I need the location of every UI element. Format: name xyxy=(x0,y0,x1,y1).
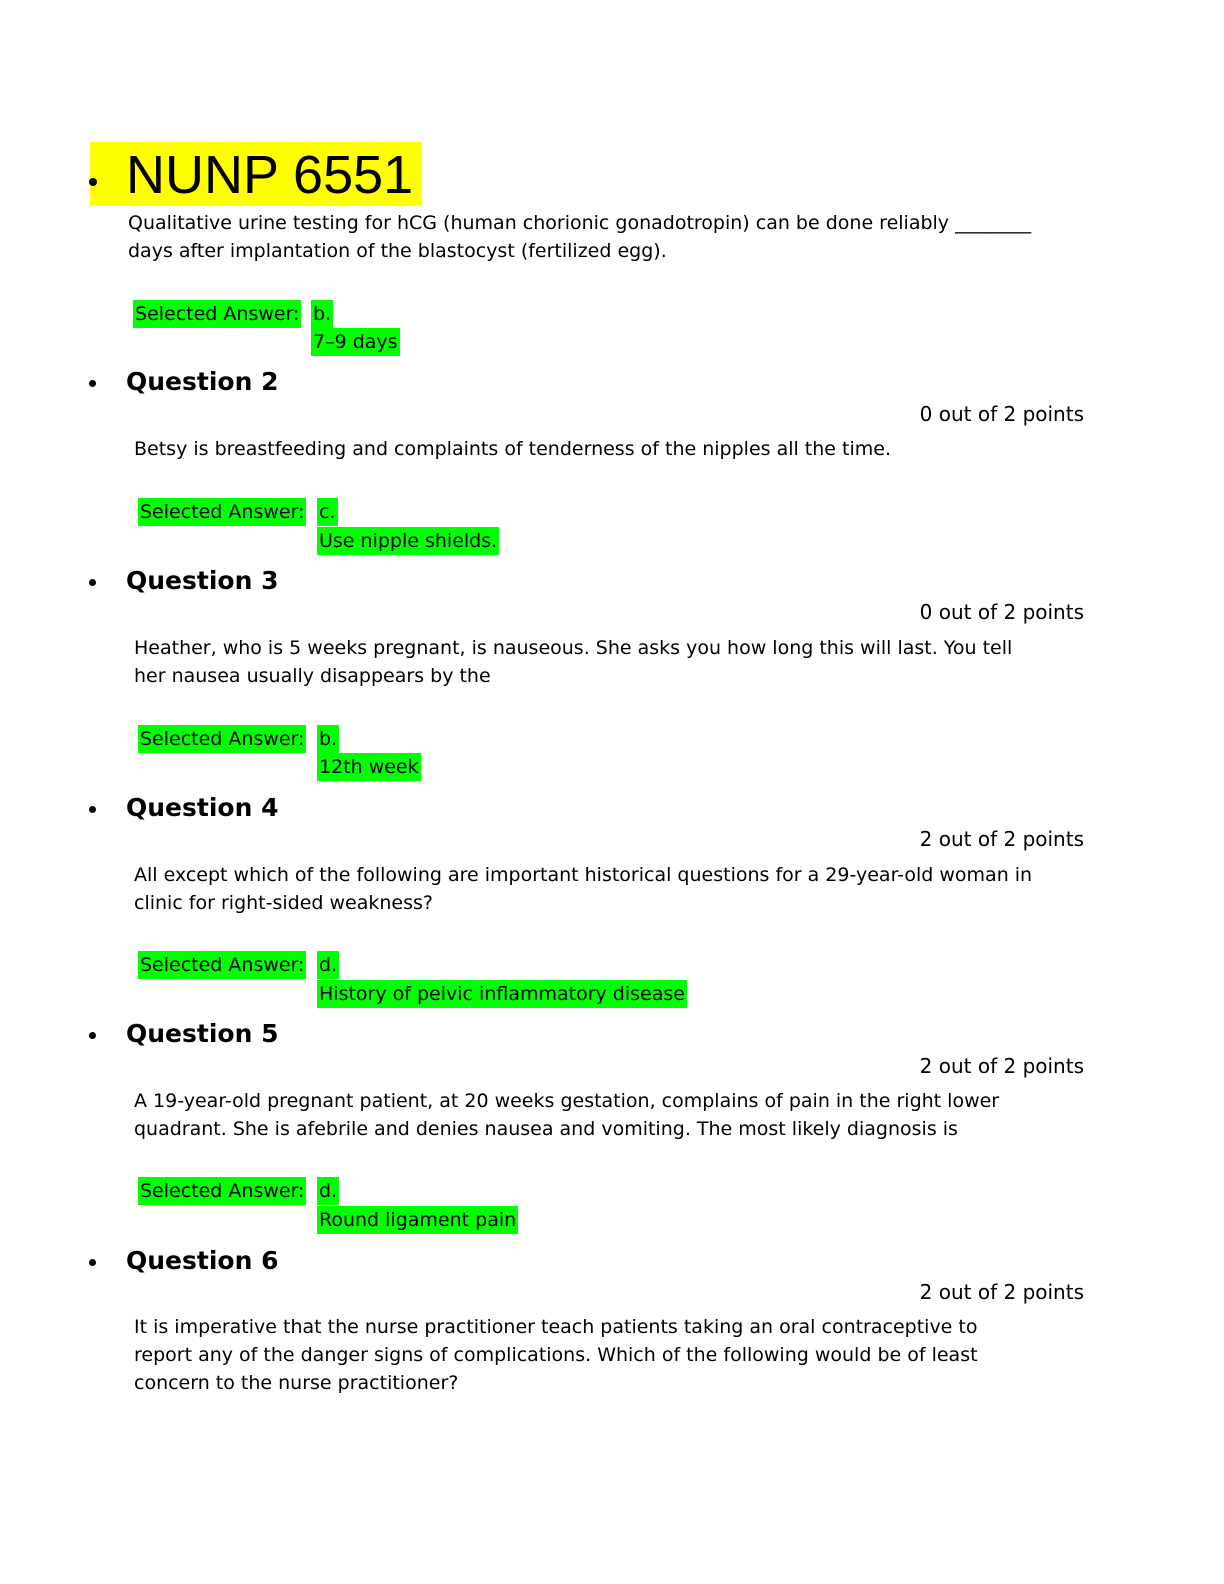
question-heading: Question 4 xyxy=(126,793,279,822)
answer-letter: c. xyxy=(317,498,338,526)
question-points: 0 out of 2 points xyxy=(919,600,1084,624)
question-text: All except which of the following are im… xyxy=(134,864,1033,914)
page-title: NUNP 6551 xyxy=(126,145,414,205)
title-highlight xyxy=(90,142,422,206)
question-points: 2 out of 2 points xyxy=(919,1054,1084,1078)
question-text: A 19-year-old pregnant patient, at 20 we… xyxy=(134,1090,1000,1140)
answer-text: History of pelvic inflammatory disease xyxy=(317,980,687,1008)
question-text: Betsy is breastfeeding and complaints of… xyxy=(134,438,891,460)
selected-answer-label: Selected Answer: xyxy=(138,725,307,753)
bullet-icon xyxy=(89,1032,96,1039)
question-text: Heather, who is 5 weeks pregnant, is nau… xyxy=(134,637,1013,687)
bullet-icon xyxy=(89,1259,96,1266)
answer-text: Use nipple shields. xyxy=(317,527,500,555)
question-points: 2 out of 2 points xyxy=(919,827,1084,851)
answer-letter: b. xyxy=(311,300,334,328)
question-heading: Question 5 xyxy=(126,1019,279,1048)
answer-text: 7–9 days xyxy=(311,328,400,356)
bullet-icon xyxy=(89,380,96,387)
answer-letter: b. xyxy=(317,725,340,753)
question-points: 0 out of 2 points xyxy=(919,402,1084,426)
selected-answer-label: Selected Answer: xyxy=(138,951,307,979)
selected-answer-label: Selected Answer: xyxy=(138,1177,307,1205)
question-heading: Question 3 xyxy=(126,566,279,595)
answer-letter: d. xyxy=(317,1177,340,1205)
bullet-icon xyxy=(89,806,96,813)
question-heading: Question 6 xyxy=(126,1246,279,1275)
selected-answer-label: Selected Answer: xyxy=(133,300,302,328)
selected-answer-label: Selected Answer: xyxy=(138,498,307,526)
bullet-icon xyxy=(89,178,97,186)
answer-text: 12th week xyxy=(317,753,421,781)
answer-letter: d. xyxy=(317,951,340,979)
answer-text: Round ligament pain xyxy=(317,1206,519,1234)
question-text: It is imperative that the nurse practiti… xyxy=(134,1316,978,1394)
question-points: 2 out of 2 points xyxy=(919,1280,1084,1304)
bullet-icon xyxy=(89,579,96,586)
question-text: Qualitative urine testing for hCG (human… xyxy=(128,212,1032,262)
question-heading: Question 2 xyxy=(126,367,279,396)
